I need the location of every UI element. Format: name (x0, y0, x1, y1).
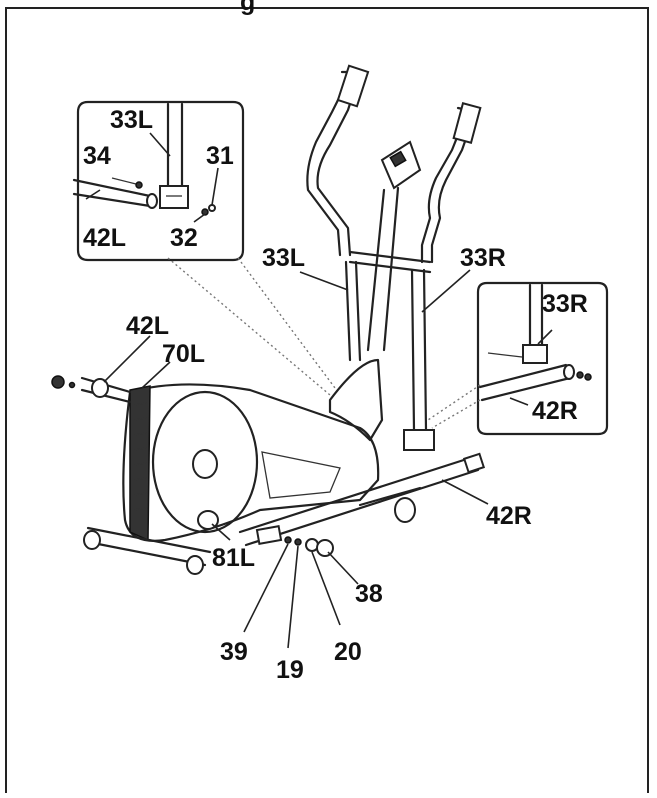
label-inset-42l: 42L (83, 224, 126, 252)
inset-left-bolt-34 (111, 177, 137, 185)
cap-38 (316, 539, 334, 557)
label-33r: 33R (460, 244, 506, 272)
label-39: 39 (220, 638, 248, 666)
front-stabilizer (86, 526, 212, 567)
label-33l: 33L (262, 244, 305, 272)
elliptical-machine (51, 64, 486, 575)
inset-left-washer-31 (208, 204, 216, 212)
inset-left-tube-42l (72, 178, 152, 208)
label-38: 38 (355, 580, 383, 608)
inset-left-bracket (159, 185, 189, 209)
label-inset-32: 32 (170, 224, 198, 252)
lower-arm-33l (344, 260, 362, 362)
right-handlebar (420, 106, 478, 264)
label-inset-34: 34 (83, 142, 111, 170)
lower-arm-33r (410, 268, 428, 432)
inset-right-tube-33r (528, 283, 544, 348)
console-mast (366, 186, 400, 352)
label-42l: 42L (126, 312, 169, 340)
left-end-cap (51, 375, 65, 389)
nut-19 (294, 538, 302, 546)
housing-window (261, 451, 341, 499)
label-inset-33l: 33L (110, 106, 153, 134)
front-upright (328, 358, 384, 442)
inset-right-frame (476, 281, 609, 436)
label-20: 20 (334, 638, 362, 666)
header-title-fragment: g (240, 0, 255, 16)
label-19: 19 (276, 656, 304, 684)
handle-crossbar (348, 250, 432, 274)
inset-right-detail: 33R 42R (476, 281, 609, 436)
label-70l: 70L (162, 340, 205, 368)
label-inset-31: 31 (206, 142, 234, 170)
console (380, 140, 422, 190)
inset-right-bolt (487, 352, 523, 358)
label-inset-33r: 33R (542, 290, 588, 318)
inset-left-nut-32 (201, 208, 209, 216)
inset-left-tube-42l-end (146, 193, 158, 209)
inset-left-frame (76, 100, 245, 262)
washer-39 (284, 536, 292, 544)
inset-left-tube-33l (166, 102, 184, 188)
left-handlebar (306, 70, 362, 257)
label-81l: 81L (212, 544, 255, 572)
label-inset-42r: 42R (532, 397, 578, 425)
page-frame (5, 7, 649, 798)
main-housing (122, 383, 380, 542)
inset-right-bracket (522, 344, 548, 364)
inset-right-tube-42r (478, 363, 572, 402)
inset-left-detail: 33L 34 31 42L 32 (72, 100, 245, 262)
rear-wheel (394, 497, 416, 523)
inset-right-nut (576, 371, 584, 379)
label-42r: 42R (486, 502, 532, 530)
flywheel-cover (151, 390, 259, 534)
pedal-rail (238, 456, 480, 547)
flywheel-hub (192, 449, 218, 479)
